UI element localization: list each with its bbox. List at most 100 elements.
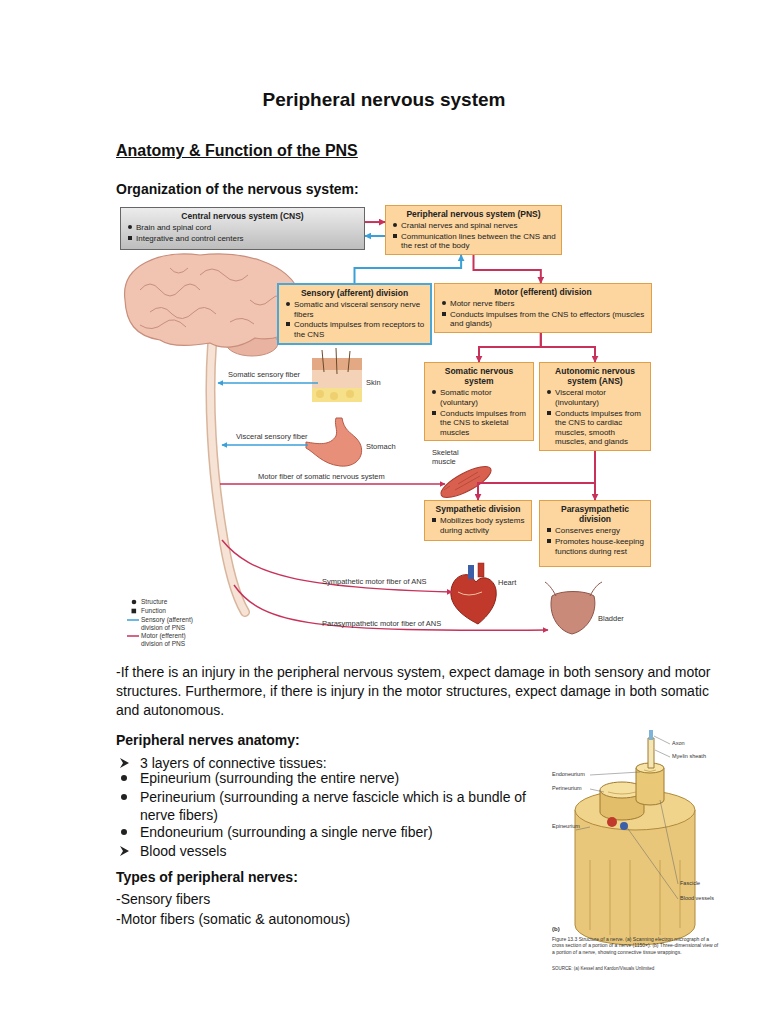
box-text: Somatic and visceral sensory nerve fiber… [294, 300, 420, 319]
box-text: Communication lines between the CNS and … [401, 232, 556, 251]
bullet-row: Conserves energy [545, 526, 645, 536]
figure-label: Somatic sensory fiber [228, 370, 318, 379]
division-box: Parasympathetic divisionConserves energy… [539, 500, 651, 567]
subheading: Peripheral nerves anatomy: [116, 732, 516, 750]
list-item: Perineurium (surrounding a nerve fascicl… [140, 788, 545, 824]
list-item: Endoneurium (surrounding a single nerve … [140, 823, 520, 841]
division-box: Sensory (afferent) divisionSomatic and v… [277, 283, 432, 345]
bullet-row: Conducts impulses from the CNS to cardia… [545, 409, 645, 447]
bullet-mark [432, 411, 436, 415]
box-text: Promotes house-keeping functions during … [555, 537, 644, 556]
division-box: Motor (efferent) divisionMotor nerve fib… [434, 283, 652, 333]
legend-sample [127, 619, 139, 621]
figure-label: Heart [498, 578, 538, 587]
legend-sample [132, 609, 137, 614]
subheading: Types of peripheral nerves: [116, 869, 516, 887]
list-bullets [120, 758, 129, 856]
bullet-row: Conducts impulses from the CNS to effect… [440, 310, 646, 329]
figure-label: Stomach [366, 442, 416, 451]
box-text: Conducts impulses from the CNS to cardia… [555, 409, 641, 447]
figure-label: Motor fiber of somatic nervous system [258, 472, 428, 481]
stomach-drawing [306, 418, 362, 466]
box-heading: Autonomic nervous system (ANS) [545, 366, 645, 386]
figure-label: Axon [672, 740, 712, 747]
skin-drawing [312, 348, 362, 402]
bullet-row: Somatic and visceral sensory nerve fiber… [284, 300, 425, 319]
legend-text: Structure [141, 598, 205, 606]
figure-label: Sympathetic motor fiber of ANS [322, 577, 452, 586]
box-heading: Somatic nervous system [430, 366, 528, 386]
figure-label: Visceral sensory fiber [236, 432, 326, 441]
muscle-drawing [437, 461, 495, 503]
bullet-mark [547, 411, 551, 415]
cns-box: Central nervous system (CNS) Brain and sp… [120, 207, 365, 250]
figure-label: Parasympathetic motor fiber of ANS [322, 619, 472, 628]
legend-text: Function [141, 607, 205, 615]
bullet-mark [393, 223, 397, 227]
bullet-row: Conducts impulses from the CNS to skelet… [430, 409, 528, 438]
bullet-row: Communication lines between the CNS and … [391, 232, 556, 251]
bladder-drawing [545, 582, 602, 634]
bullet-mark [547, 390, 551, 394]
figure-label: Perineurium [552, 785, 592, 792]
connector-arrow [541, 333, 595, 362]
box-heading: Peripheral nervous system (PNS) [391, 209, 556, 219]
figure-label: (b) [552, 926, 572, 934]
bullet-mark [442, 312, 446, 316]
bullet-row: Conducts impulses from receptors to the … [284, 320, 425, 339]
motor-fiber [222, 540, 452, 592]
connector-arrow [355, 255, 462, 283]
figure-label: Skeletal muscle [432, 448, 468, 467]
figure-label: Fascicle [680, 880, 720, 887]
bullet-row: Cranial nerves and spinal nerves [391, 221, 556, 231]
box-text: Conserves energy [555, 526, 620, 535]
connector-arrow [594, 451, 596, 500]
box-text: Visceral motor (involuntary) [555, 388, 606, 407]
section-heading: Anatomy & Function of the PNS [116, 141, 516, 161]
nerve-drawing [575, 730, 695, 945]
heart-drawing [451, 563, 496, 624]
body-text: -Sensory fibers [116, 891, 516, 909]
box-text: Conducts impulses from the CNS to effect… [450, 310, 644, 329]
bullet-mark [128, 236, 132, 240]
box-heading: Motor (efferent) division [440, 287, 646, 297]
body-text: -If there is an injury in the peripheral… [116, 663, 714, 720]
body-text: -Motor fibers (somatic & autonomous) [116, 911, 516, 929]
box-text: Cranial nerves and spinal nerves [401, 221, 518, 230]
subheading: Organization of the nervous system: [116, 181, 516, 199]
division-box: Sympathetic divisionMobilizes body syste… [424, 500, 532, 541]
motor-fiber [234, 585, 548, 630]
bullet-mark [393, 234, 397, 238]
box-text: Integrative and control centers [136, 234, 244, 243]
sensory-fiber [222, 444, 308, 446]
bullet-mark [128, 225, 132, 229]
division-box: Somatic nervous systemSomatic motor (vol… [424, 362, 534, 441]
bullet-row: Mobilizes body systems during activity [430, 516, 526, 535]
legend-sample [132, 600, 137, 605]
box-heading: Central nervous system (CNS) [126, 211, 359, 221]
box-text: Conducts impulses from receptors to the … [294, 320, 424, 339]
bullet-mark [286, 302, 290, 306]
box-heading: Parasympathetic division [545, 504, 645, 524]
bullet-mark [432, 518, 436, 522]
list-item: Blood vessels [140, 842, 520, 860]
connector-arrow [365, 235, 385, 237]
division-box: Autonomic nervous system (ANS) Visceral m… [539, 362, 651, 451]
bullet-row: Somatic motor (voluntary) [430, 388, 528, 407]
bullet-mark [286, 322, 290, 326]
box-text: Brain and spinal cord [136, 223, 211, 232]
figure-label: Skin [366, 378, 406, 387]
bullet-row: Integrative and control centers [126, 234, 359, 244]
figure-source: SOURCE: (a) Kessel and Kardon/Visuals Un… [552, 966, 720, 972]
bullet-mark [547, 539, 551, 543]
legend-sample [127, 635, 139, 637]
figure-label: Myelin sheath [672, 753, 722, 760]
motor-fiber [220, 483, 445, 485]
bullet-mark [547, 528, 551, 532]
bullet-row: Promotes house-keeping functions during … [545, 537, 645, 556]
figure-label: Bladder [598, 614, 648, 623]
box-heading: Sensory (afferent) division [284, 288, 425, 298]
figure-label: Endoneurium [552, 771, 592, 778]
